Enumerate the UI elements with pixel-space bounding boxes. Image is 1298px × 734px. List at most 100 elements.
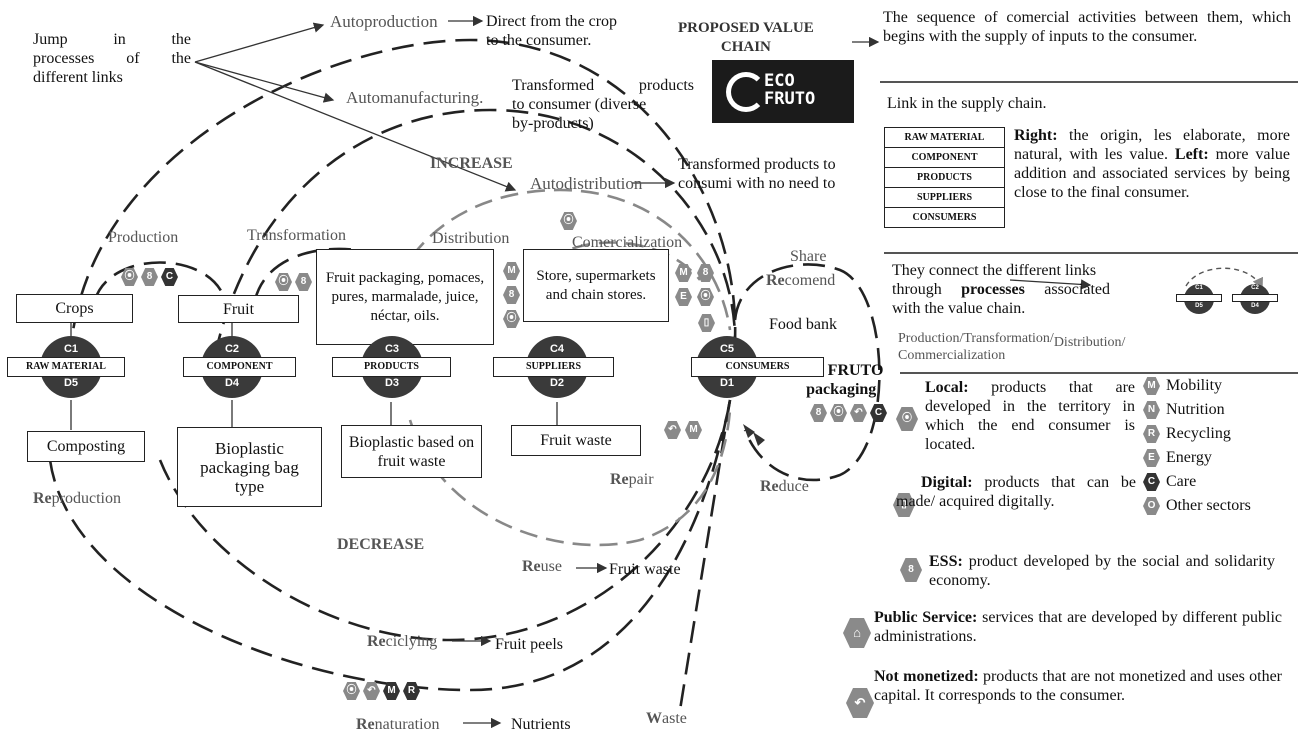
automanufacturing-label: Automanufacturing. [346, 88, 484, 107]
mini-node-bottom: D5 [1195, 303, 1203, 309]
mobility-icon: M [685, 421, 702, 439]
mini-node-top: C1 [1195, 285, 1203, 291]
process-list: Production/Transformation/Distribution/ … [898, 331, 1126, 363]
ess-icon: 8 [503, 286, 520, 304]
renaturation-label: Renaturation [356, 716, 440, 733]
divider [900, 372, 1298, 374]
fruit-waste-box: Fruit waste [511, 425, 641, 456]
ess-icon: 8 [141, 268, 158, 286]
ess-icon: 8 [810, 404, 827, 422]
mini-node-tag [1232, 294, 1278, 302]
node-bottom-code: D4 [224, 377, 240, 389]
legend-nutrition-icon: N [1143, 401, 1160, 419]
ess-icon: 8 [295, 273, 312, 291]
local-icon: ⦿ [121, 268, 138, 286]
increase-label: INCREASE [430, 155, 513, 172]
node-bottom-code: D1 [719, 377, 735, 389]
divider [880, 81, 1298, 83]
share-label: Share [790, 248, 827, 265]
repair-arc [408, 409, 732, 547]
node-bottom-code: D3 [384, 377, 400, 389]
reciclying-label: Reciclying [367, 633, 438, 650]
food-bank-circle [733, 263, 881, 482]
public-service-text: Public Service: services that are develo… [874, 609, 1283, 645]
links-table: RAW MATERIAL COMPONENT PRODUCTS SUPPLIER… [884, 127, 1005, 228]
autoproduction-label: Autoproduction [330, 12, 438, 31]
decrease-arc [158, 399, 732, 642]
legend-label: Care [1166, 473, 1197, 490]
mini-node-top: C2 [1251, 285, 1259, 291]
connect-text: They connect the different links through… [892, 262, 1110, 317]
local-icon: ⦿ [275, 273, 292, 291]
local-icon: ⦿ [896, 407, 918, 431]
local-icon: ⦿ [697, 288, 714, 306]
reuse-label: Reuse [522, 558, 562, 575]
energy-icon: E [675, 288, 692, 306]
recycling-icon: R [403, 682, 420, 700]
suppliers-top-box: Store, supermarkets and chain stores. [523, 249, 669, 322]
care-icon: C [161, 268, 178, 286]
mobility-icon: M [383, 682, 400, 700]
node-tag: CONSUMERS [691, 357, 824, 377]
not-monetized-text: Not monetized: products that are not mon… [874, 668, 1283, 704]
sequence-text: The sequence of comercial activities bet… [883, 9, 1291, 45]
legend-label: Other sectors [1166, 497, 1251, 514]
ess-icon: 8 [697, 264, 714, 282]
waste-line [678, 399, 732, 711]
legend-label: Recycling [1166, 425, 1231, 442]
distribution-label: Distribution [432, 230, 510, 247]
autoproduction-arc [68, 38, 737, 361]
node-top-code: C4 [549, 343, 565, 355]
local-icon: ⦿ [343, 682, 360, 700]
repair-label: Repair [610, 471, 654, 488]
mobility-icon: M [675, 264, 692, 282]
fruit-box: Fruit [178, 295, 299, 323]
node-tag: COMPONENT [183, 357, 296, 377]
node-tag: RAW MATERIAL [7, 357, 125, 377]
digital-text: Digital: products that can be made/ acqu… [896, 474, 1136, 510]
not-monetized-icon: ↶ [850, 404, 867, 422]
digital-icon: ▯ [893, 493, 915, 517]
local-text: Local: products that are developed in th… [925, 379, 1135, 453]
node-top-code: C5 [719, 343, 735, 355]
legend-other-sectors-icon: O [1143, 497, 1160, 515]
digital-icon: ▯ [698, 314, 715, 332]
care-icon: C [870, 404, 887, 422]
legend-label: Nutrition [1166, 401, 1225, 418]
crops-box: Crops [16, 294, 133, 323]
local-icon: ⦿ [560, 212, 577, 230]
not-monetized-icon: ↶ [664, 421, 681, 439]
public-service-icon: ⌂ [843, 618, 871, 648]
decrease-label: DECREASE [337, 536, 425, 553]
divider [884, 252, 1298, 254]
bioplastic-waste-box: Bioplastic based on fruit waste [341, 425, 482, 478]
mobility-icon: M [503, 262, 520, 280]
node-bottom-code: D5 [63, 377, 79, 389]
renaturation-target: Nutrients [511, 716, 571, 733]
products-top-box: Fruit packaging, pomaces, pures, marmala… [316, 249, 494, 345]
production-label: Production [108, 229, 179, 246]
node-top-code: C3 [384, 343, 400, 355]
comercialization-label: Comercialization [572, 234, 683, 251]
reduce-label: Reduce [760, 478, 809, 495]
production-arc [93, 261, 227, 301]
recomend-label: Recomend [766, 272, 836, 289]
ess-text: ESS: product developed by the social and… [929, 553, 1276, 589]
not-monetized-icon: ↶ [846, 688, 874, 718]
legend-recycling-icon: R [1143, 425, 1160, 443]
transformation-label: Transformation [247, 227, 346, 244]
mini-node-bottom: D4 [1251, 303, 1259, 309]
food-bank-label: Food bank [769, 316, 837, 333]
not-monetized-icon: ↶ [363, 682, 380, 700]
reciclying-target: Fruit peels [495, 636, 563, 653]
reproduction-arc [48, 399, 732, 692]
composting-box: Composting [27, 431, 145, 462]
node-tag: PRODUCTS [332, 357, 451, 377]
waste-label: Waste [646, 710, 687, 727]
